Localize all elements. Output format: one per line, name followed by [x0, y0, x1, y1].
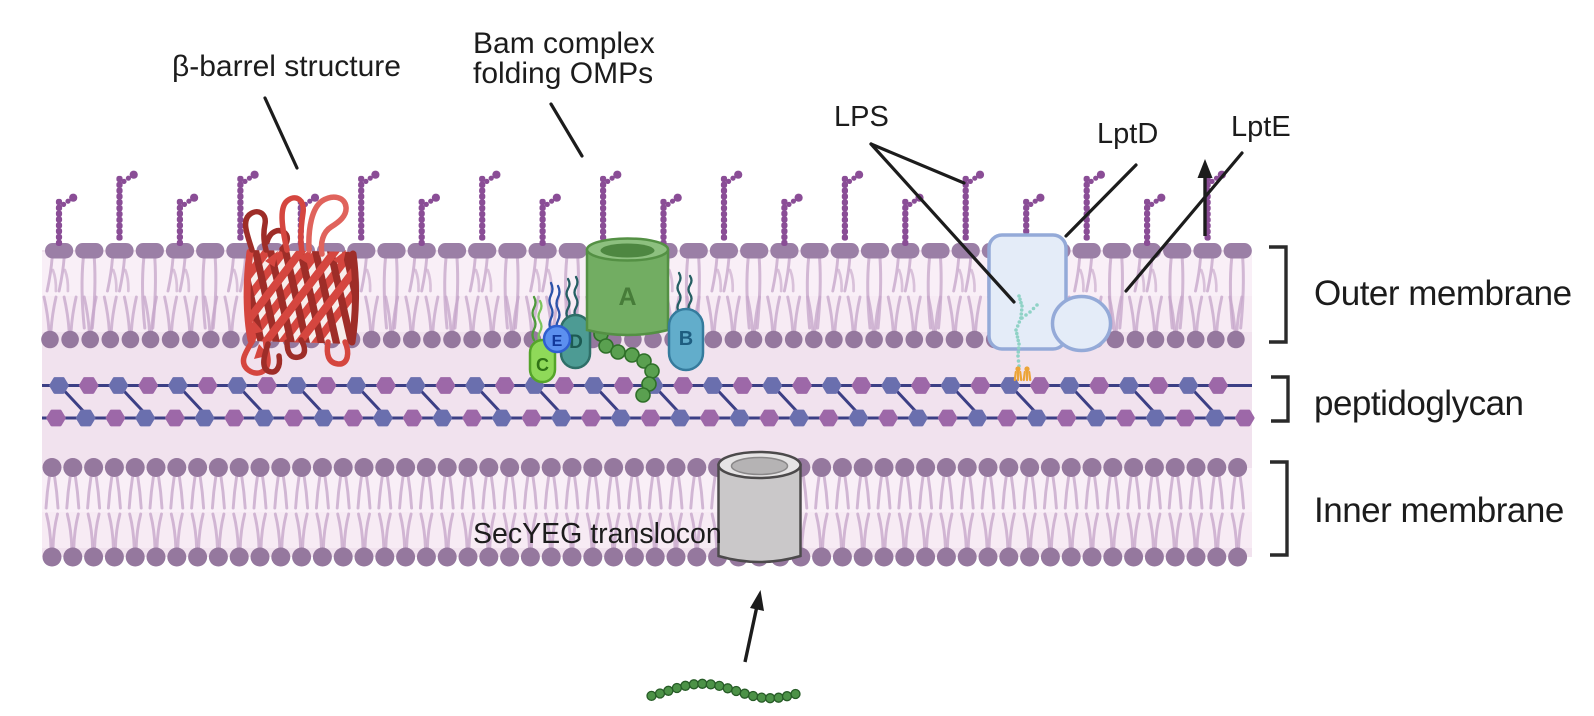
svg-text:Bam complex: Bam complex: [473, 27, 655, 60]
svg-text:LPS: LPS: [834, 101, 889, 133]
svg-text:peptidoglycan: peptidoglycan: [1314, 384, 1524, 423]
svg-text:E: E: [552, 333, 563, 350]
svg-text:A: A: [618, 283, 636, 311]
svg-text:β-barrel structure: β-barrel structure: [172, 50, 401, 83]
svg-text:D: D: [569, 332, 583, 353]
svg-text:folding OMPs: folding OMPs: [473, 57, 653, 90]
svg-text:Inner membrane: Inner membrane: [1314, 491, 1564, 530]
svg-text:B: B: [679, 328, 693, 350]
svg-text:C: C: [536, 355, 549, 375]
svg-text:Outer membrane: Outer membrane: [1314, 274, 1572, 313]
svg-text:LptD: LptD: [1097, 118, 1158, 150]
svg-text:SecYEG translocon: SecYEG translocon: [473, 518, 722, 550]
svg-text:LptE: LptE: [1231, 111, 1291, 143]
